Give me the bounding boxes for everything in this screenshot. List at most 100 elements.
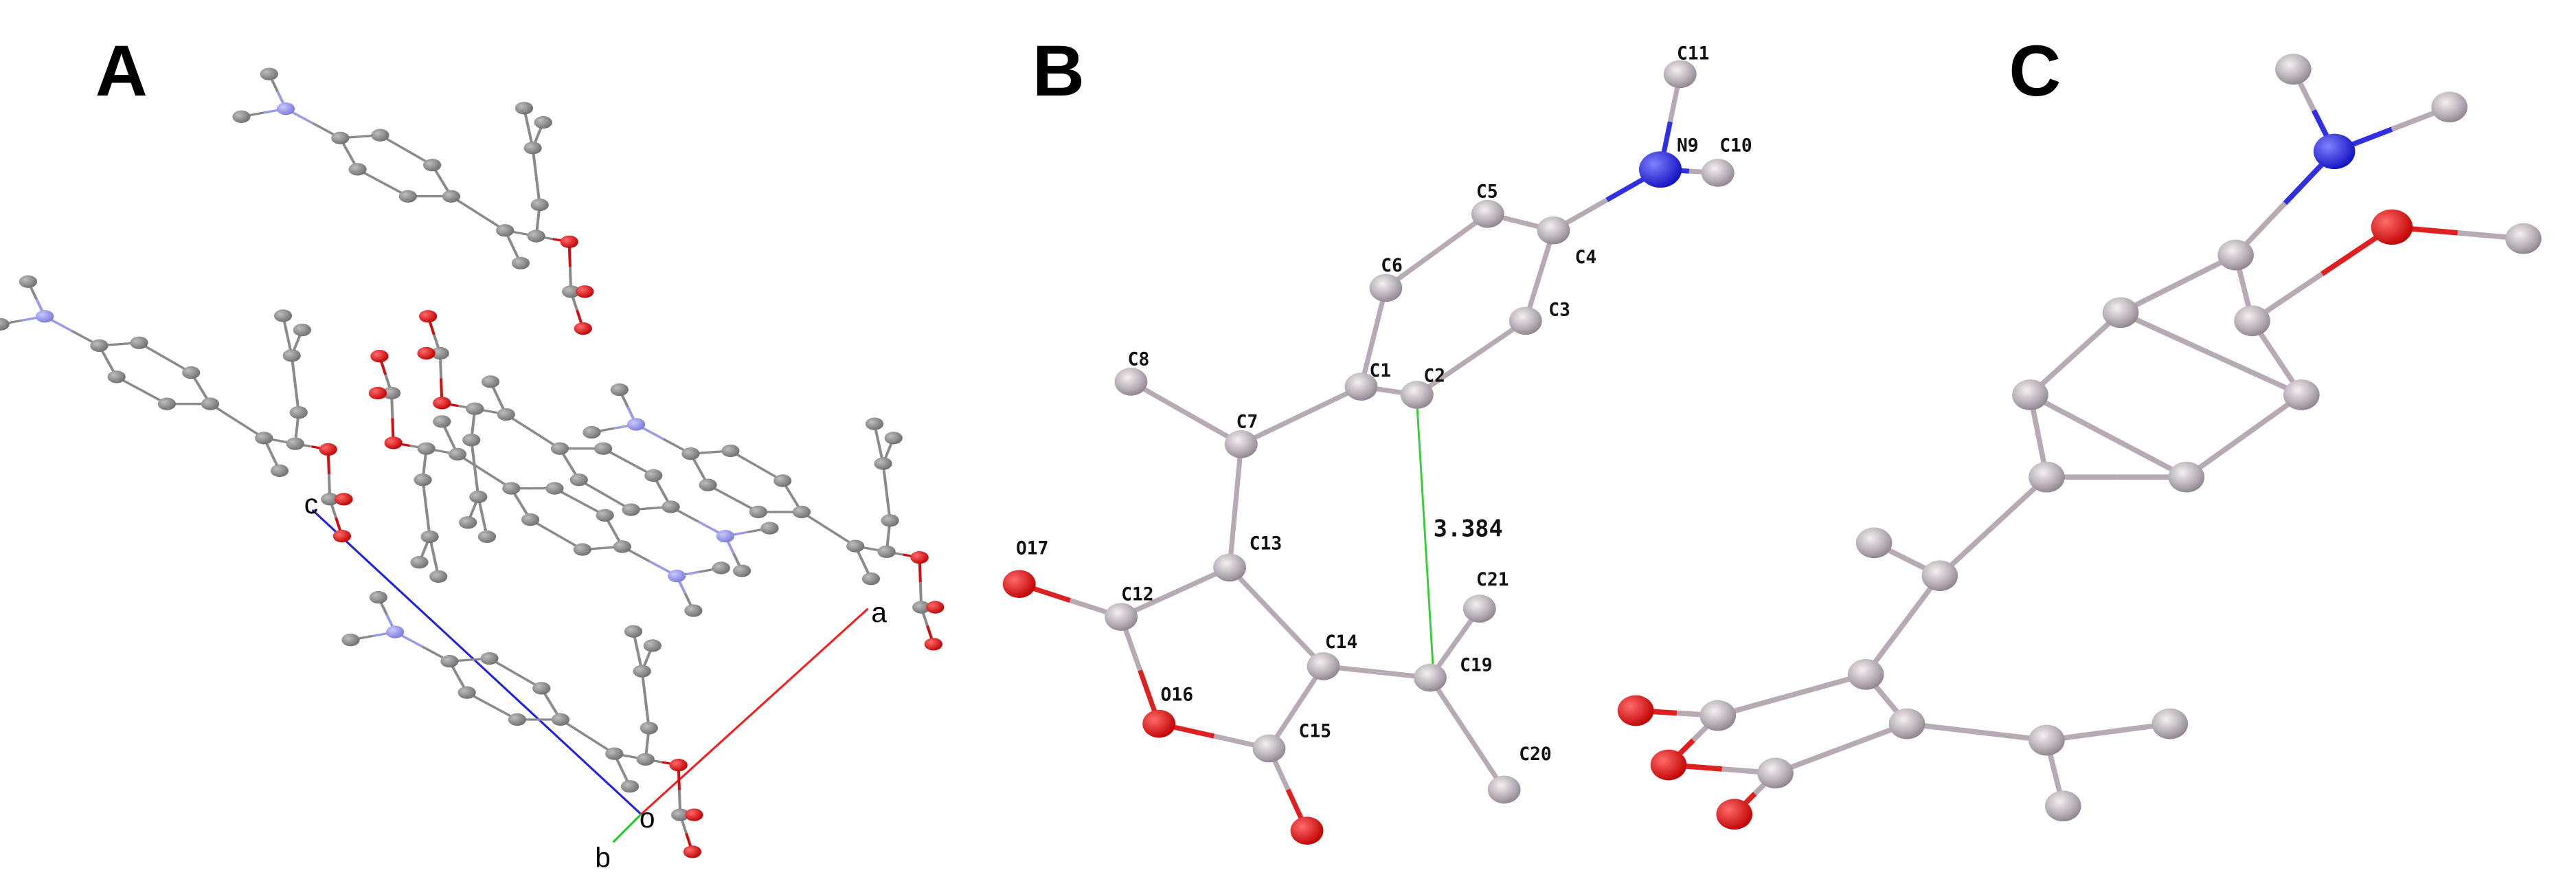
carbon-atom [1757, 757, 1794, 789]
oxygen-atom [1290, 816, 1324, 845]
carbon-atom [466, 402, 484, 415]
carbon-atom [398, 190, 417, 203]
carbon-atom [1847, 658, 1884, 690]
carbon-atom [480, 652, 499, 665]
carbon-atom [1471, 199, 1504, 228]
carbon-atom [610, 383, 629, 397]
carbon-atom [1663, 60, 1697, 89]
carbon-atom [530, 198, 549, 212]
carbon-atom [594, 442, 613, 455]
oxygen-atom [683, 845, 701, 858]
carbon-atom [440, 655, 459, 668]
carbon-atom [2505, 223, 2542, 254]
carbon-atom [760, 522, 779, 535]
oxygen-atom [1617, 695, 1654, 726]
carbon-atom [861, 572, 881, 586]
packed-molecule [583, 383, 945, 651]
carbon-atom [622, 503, 640, 516]
carbon-atom [477, 530, 497, 544]
carbon-atom [527, 230, 545, 243]
carbon-atom [877, 545, 896, 559]
carbon-atom [912, 601, 931, 614]
contact-distance-line [1416, 404, 1435, 675]
carbon-atom [431, 346, 449, 360]
carbon-atom [414, 474, 432, 487]
oxygen-atom [576, 285, 594, 298]
carbon-atom [2217, 239, 2254, 271]
carbon-atom [532, 682, 551, 695]
panel-c-overlay [1617, 54, 2542, 830]
carbon-atom [2029, 461, 2065, 493]
atom-label-o17: O17 [1016, 539, 1049, 559]
carbon-atom [496, 224, 515, 237]
oxygen-atom [384, 436, 403, 449]
oxygen-atom [1716, 799, 1753, 830]
carbon-atom [1462, 594, 1496, 623]
carbon-atom [792, 505, 811, 519]
carbon-atom [341, 633, 360, 647]
oxygen-atom [1142, 709, 1176, 738]
carbon-atom [712, 561, 730, 575]
carbon-atom [286, 437, 304, 450]
atom-label-c5: C5 [1476, 181, 1498, 202]
carbon-atom [523, 142, 542, 155]
carbon-atom [749, 505, 767, 519]
carbon-atom [410, 556, 429, 569]
carbon-atom [534, 115, 552, 129]
oxygen-atom [335, 493, 353, 506]
nitrogen-atom [716, 529, 734, 543]
carbon-atom [371, 129, 389, 142]
carbon-atom [282, 349, 301, 362]
carbon-atom [620, 780, 640, 793]
atom-label-c13: C13 [1250, 533, 1283, 554]
carbon-atom [624, 625, 643, 638]
oxygen-atom [2371, 209, 2413, 245]
carbon-atom [1888, 708, 1925, 739]
carbon-atom [1921, 560, 1958, 592]
carbon-atom [1537, 216, 1570, 245]
panel-label-b: B [1032, 31, 1085, 111]
carbon-atom [613, 540, 631, 553]
atom-label-c20: C20 [1519, 744, 1552, 765]
packed-molecule [368, 350, 730, 617]
atom-label-o16: O16 [1161, 685, 1194, 706]
carbon-atom [462, 434, 481, 447]
carbon-atom [90, 339, 109, 353]
axis-c-line [311, 509, 642, 815]
panel-b-ortep [1002, 60, 1735, 845]
panel-a-unit-cell-axes [311, 509, 869, 843]
carbon-atom [382, 386, 401, 400]
carbon-atom [429, 570, 448, 583]
carbon-atom [255, 432, 273, 445]
carbon-atom [232, 110, 251, 123]
carbon-atom [644, 469, 663, 482]
panel-label-a: A [95, 31, 148, 111]
carbon-atom [417, 442, 436, 455]
axis-label-b: b [595, 841, 611, 873]
packed-molecule [0, 275, 353, 543]
carbon-atom [699, 478, 717, 491]
carbon-atom [583, 425, 601, 439]
carbon-atom [633, 665, 651, 678]
carbon-atom [1701, 159, 1735, 187]
oxygen-atom [433, 397, 451, 410]
nitrogen-atom [36, 310, 54, 323]
axis-b-line [612, 813, 642, 843]
carbon-atom [508, 713, 527, 726]
axis-label-a: a [871, 597, 887, 628]
atom-label-c8: C8 [1128, 349, 1150, 370]
atom-label-c10: C10 [1719, 135, 1752, 156]
carbon-atom [1369, 274, 1403, 302]
carbon-atom [596, 509, 614, 522]
carbon-atom [671, 808, 690, 821]
carbon-atom [201, 397, 220, 410]
carbon-atom [1114, 368, 1148, 396]
atom-label-c15: C15 [1299, 721, 1332, 742]
atom-label-c6: C6 [1381, 256, 1403, 276]
carbon-atom [1252, 734, 1286, 763]
oxygen-atom [417, 346, 436, 360]
carbon-atom [481, 375, 500, 388]
carbon-atom [2168, 461, 2205, 493]
carbon-atom [0, 318, 10, 331]
